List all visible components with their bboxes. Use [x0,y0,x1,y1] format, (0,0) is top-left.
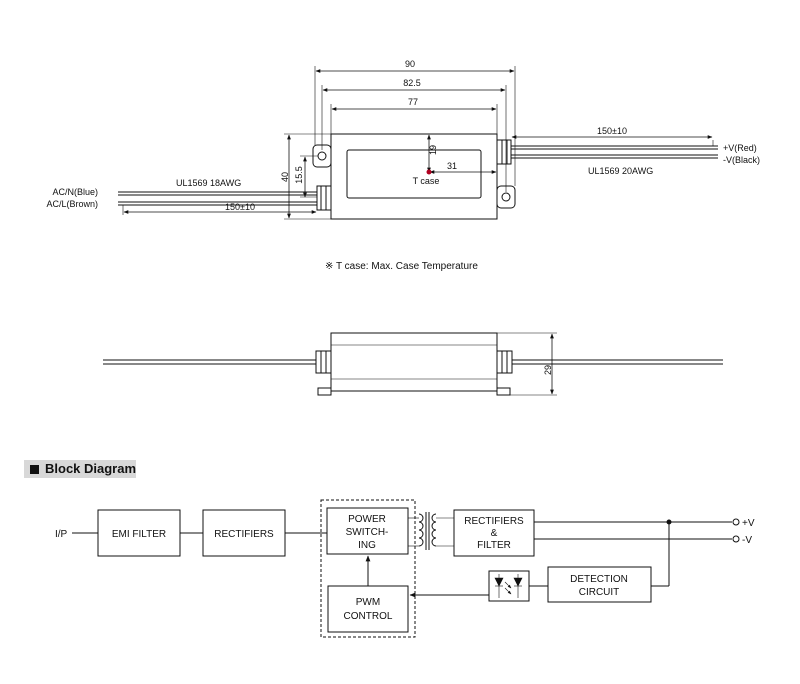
rect-filter-line2: & [491,528,498,539]
pwm-line2: CONTROL [344,611,393,622]
detection-line2: CIRCUIT [579,587,620,598]
dim-hole-offset: 15.5 [294,166,304,184]
output-vplus-label: +V(Red) [723,143,757,153]
dim-body-width: 77 [408,97,418,107]
side-gland-left [315,350,332,374]
block-diagram-title-bar [24,460,136,478]
power-switching-line1: POWER [348,514,386,525]
input-gland [316,185,332,211]
rectifiers-label: RECTIFIERS [214,529,274,540]
title-square-icon [30,465,39,474]
output-vminus-label: -V(Black) [723,155,760,165]
tcase-note: ※ T case: Max. Case Temperature [325,261,478,272]
rect-filter-line1: RECTIFIERS [464,516,524,527]
tcase-label: T case [413,176,440,186]
emi-filter-label: EMI FILTER [112,529,166,540]
dim-mount-span: 82.5 [403,78,421,88]
output-cable-length: 150±10 [597,126,627,136]
power-switching-line2: SWITCH- [346,527,389,538]
block-detection-circuit [547,566,652,603]
output-plus-label: +V [742,518,755,529]
side-gland-right [496,350,513,374]
dim-height: 40 [280,172,290,182]
input-ip-label: I/P [55,529,68,540]
optocoupler [488,570,530,602]
input-cable-length: 150±10 [225,202,255,212]
housing-label-recess [346,149,482,199]
mount-hole-left [317,151,327,161]
block-diagram [72,499,740,638]
output-gland [496,139,512,165]
side-view [103,332,723,396]
output-wire-spec: UL1569 20AWG [588,166,653,176]
tcase-dot [426,169,432,175]
block-rectifiers-filter [453,509,535,557]
pwm-line1: PWM [356,597,380,608]
dashed-enclosure [320,499,416,638]
side-body [330,332,498,392]
side-mount-right [496,387,511,396]
mount-hole-right [501,192,511,202]
block-diagram-title: Block Diagram [45,461,137,476]
input-wire-spec: UL1569 18AWG [176,178,241,188]
side-mount-left [317,387,332,396]
power-switching-line3: ING [358,540,376,551]
transformer-secondary [431,513,437,547]
transformer-primary [418,513,424,547]
dim-tcase-x: 31 [447,161,457,171]
block-pwm-control [327,585,409,633]
top-view [118,66,718,220]
housing-body [330,133,498,220]
output-minus-label: -V [742,535,752,546]
input-ac-n-label: AC/N(Blue) [52,187,98,197]
dim-tcase-y: 19 [428,145,438,155]
dim-overall-width: 90 [405,59,415,69]
input-ac-l-label: AC/L(Brown) [46,199,98,209]
detection-line1: DETECTION [570,574,628,585]
rect-filter-line3: FILTER [477,540,511,551]
block-power-switching [326,507,409,555]
dim-thickness: 29 [543,365,553,375]
